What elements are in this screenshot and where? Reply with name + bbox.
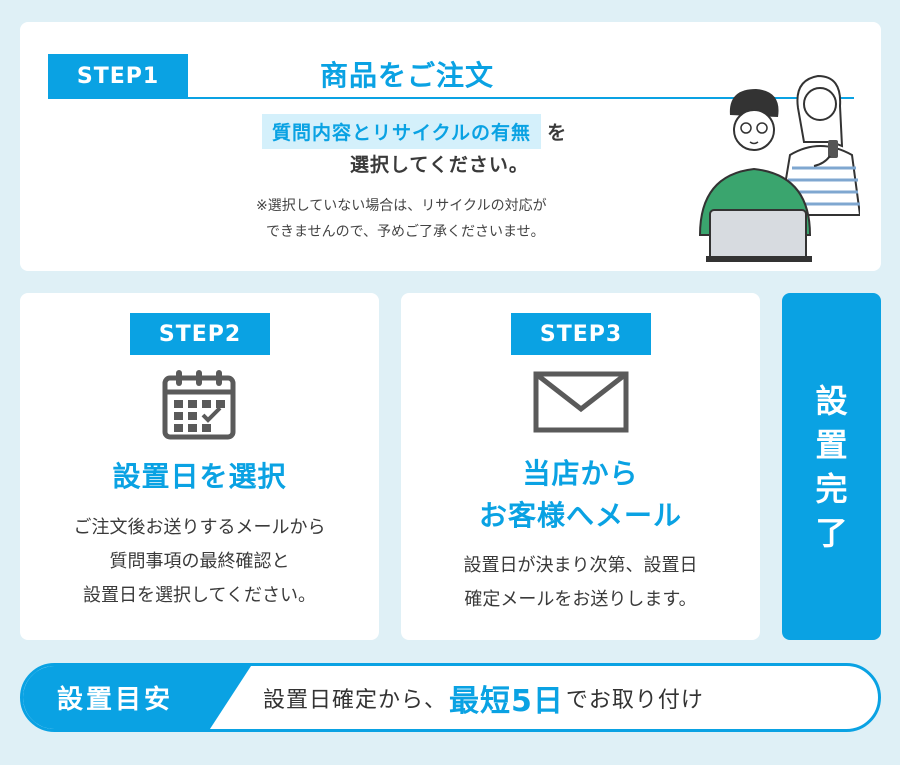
step1-note-line1: ※選択していない場合は、リサイクルの対応が — [256, 198, 547, 214]
step2-card: STEP2 設置日を選択 ご注文後お送りするメールから 質問事項の最終確認と 設… — [20, 293, 379, 640]
step1-suffix: を — [547, 122, 567, 144]
step1-divider — [48, 97, 854, 99]
step3-card: STEP3 当店から お客様へメール 設置日が決まり次第、設置日 確定メールをお… — [401, 293, 760, 640]
step1-note-line2: できませんので、予めご了承くださいませ。 — [266, 224, 545, 240]
step2-title: 設置日を選択 — [112, 460, 287, 493]
step3-title-line: お客様へメール — [478, 499, 682, 532]
step1-card: STEP1 商品をご注文 質問内容とリサイクルの有無 を 選択してください。 ※… — [20, 22, 881, 271]
installation-estimate-bar: 設置目安 設置日確定から、 最短5日 でお取り付け — [20, 663, 881, 732]
step2-line: 設置日を選択してください。 — [83, 585, 316, 606]
step3-description: 設置日が決まり次第、設置日 確定メールをお送りします。 — [401, 549, 760, 617]
estimate-text: 設置日確定から、 最短5日 でお取り付け — [263, 666, 704, 729]
woman-figure — [778, 74, 860, 216]
step2-description: ご注文後お送りするメールから 質問事項の最終確認と 設置日を選択してください。 — [20, 511, 379, 613]
calendar-check-icon — [162, 370, 236, 440]
step1-highlight: 質問内容とリサイクルの有無 — [262, 114, 542, 149]
step1-instruction: 質問内容とリサイクルの有無 を — [262, 114, 566, 149]
people-illustration — [698, 74, 860, 262]
step2-line: ご注文後お送りするメールから — [73, 517, 326, 538]
step3-title: 当店から お客様へメール — [401, 453, 760, 537]
step3-badge: STEP3 — [511, 313, 651, 355]
step3-line: 設置日が決まり次第、設置日 — [463, 555, 698, 576]
estimate-prefix: 設置日確定から、 — [263, 687, 448, 713]
man-figure — [698, 89, 812, 262]
complete-char: 完 — [815, 469, 848, 508]
step3-line: 確定メールをお送りします。 — [464, 589, 697, 610]
installation-complete-panel: 設 置 完 了 — [782, 293, 881, 640]
step2-line: 質問事項の最終確認と — [109, 551, 290, 572]
step1-instruction-line2: 選択してください。 — [350, 154, 529, 176]
complete-char: 設 — [815, 381, 848, 420]
envelope-icon — [533, 371, 629, 433]
step1-title: 商品をご注文 — [320, 59, 495, 92]
complete-char: 置 — [815, 425, 848, 464]
step2-badge: STEP2 — [130, 313, 270, 355]
step3-title-line: 当店から — [522, 457, 639, 490]
estimate-label-background — [23, 666, 251, 729]
complete-char: 了 — [815, 513, 848, 552]
step1-badge: STEP1 — [48, 54, 188, 98]
estimate-suffix: でお取り付け — [565, 687, 704, 713]
estimate-label: 設置目安 — [57, 685, 174, 715]
estimate-emphasis: 最短5日 — [449, 683, 564, 719]
